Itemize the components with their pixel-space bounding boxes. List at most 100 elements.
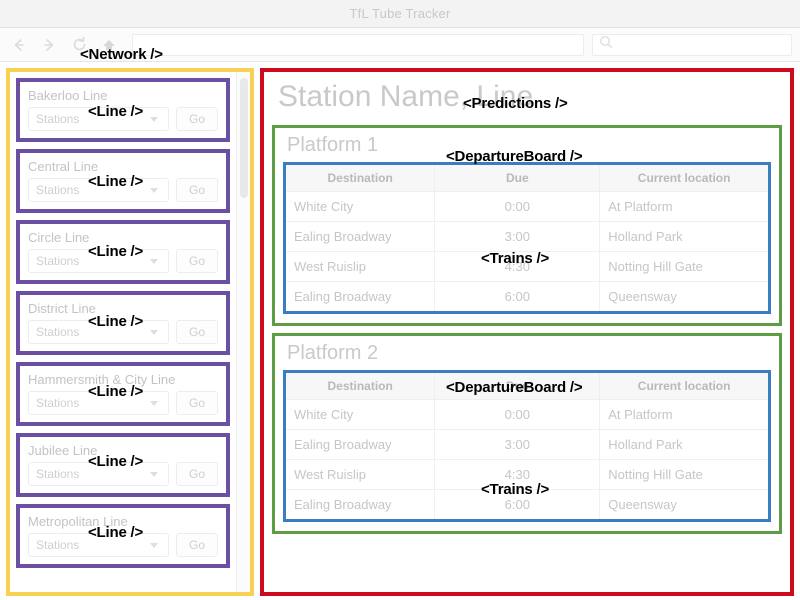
annotation-departure-board: <DepartureBoard /> <box>446 148 583 165</box>
predictions-panel: Station Name, Line Platform 1 Destinatio… <box>260 68 794 596</box>
line-controls: Stations Go <box>28 533 218 557</box>
line-controls: Stations Go <box>28 462 218 486</box>
cell-destination: Ealing Broadway <box>283 281 436 313</box>
line-card[interactable]: Central Line Stations Go <box>16 149 230 213</box>
page-title: Station Name, Line <box>278 80 534 113</box>
cell-location: Holland Park <box>599 221 770 252</box>
station-select-value: Stations <box>36 183 80 197</box>
station-select-value: Stations <box>36 467 80 481</box>
cell-due: 3:00 <box>434 429 601 460</box>
go-button[interactable]: Go <box>176 391 218 415</box>
chevron-down-icon <box>150 543 158 548</box>
line-name: Metropolitan Line <box>28 514 128 529</box>
station-select[interactable]: Stations <box>28 107 169 131</box>
platform-title: Platform 1 <box>287 134 379 156</box>
cell-location: Queensway <box>599 489 770 521</box>
station-select-value: Stations <box>36 112 80 126</box>
line-name: Circle Line <box>28 230 90 245</box>
go-button[interactable]: Go <box>176 107 218 131</box>
table-row: Ealing Broadway 6:00 Queensway <box>283 281 770 313</box>
browser-toolbar <box>0 28 800 62</box>
column-header-due: Due <box>434 163 601 192</box>
url-bar[interactable] <box>132 33 584 56</box>
line-card[interactable]: Circle Line Stations Go <box>16 220 230 284</box>
cell-location: Queensway <box>599 281 770 313</box>
column-header-location: Current location <box>599 371 770 400</box>
departure-board: Platform 2 Destination Due Current locat… <box>272 333 782 534</box>
search-input[interactable] <box>613 37 791 52</box>
column-header-due: Due <box>434 371 601 400</box>
network-panel: Bakerloo Line Stations Go Central Line S… <box>6 68 254 596</box>
station-select-value: Stations <box>36 325 80 339</box>
go-button[interactable]: Go <box>176 533 218 557</box>
table-row: Ealing Broadway 3:00 Holland Park <box>283 221 770 252</box>
cell-location: Notting Hill Gate <box>599 459 770 490</box>
station-select[interactable]: Stations <box>28 178 169 202</box>
annotation-network: <Network /> <box>80 46 163 63</box>
go-button[interactable]: Go <box>176 249 218 273</box>
line-name: District Line <box>28 301 96 316</box>
cell-due: 4:30 <box>434 251 601 282</box>
url-input[interactable] <box>133 34 583 55</box>
home-icon[interactable] <box>98 34 120 56</box>
sidebar-scrollbar-thumb[interactable] <box>240 78 248 198</box>
line-card[interactable]: Metropolitan Line Stations Go <box>16 504 230 568</box>
go-button[interactable]: Go <box>176 320 218 344</box>
annotation-predictions: <Predictions /> <box>463 95 568 112</box>
annotation-line: <Line /> <box>88 243 144 260</box>
chevron-down-icon <box>150 330 158 335</box>
station-select-value: Stations <box>36 538 80 552</box>
line-name: Central Line <box>28 159 99 174</box>
annotation-line: <Line /> <box>88 383 144 400</box>
go-button[interactable]: Go <box>176 462 218 486</box>
chevron-down-icon <box>150 259 158 264</box>
annotation-departure-board: <DepartureBoard /> <box>446 379 583 396</box>
line-name: Hammersmith & City Line <box>28 372 176 387</box>
forward-arrow-icon[interactable] <box>38 34 60 56</box>
platform-title: Platform 2 <box>287 342 379 364</box>
cell-location: Notting Hill Gate <box>599 251 770 282</box>
cell-due: 4:30 <box>434 459 601 490</box>
table-row: White City 0:00 At Platform <box>283 191 770 222</box>
line-card[interactable]: District Line Stations Go <box>16 291 230 355</box>
table-row: Ealing Broadway 6:00 Queensway <box>283 489 770 521</box>
chevron-down-icon <box>150 401 158 406</box>
annotation-line: <Line /> <box>88 524 144 541</box>
line-card[interactable]: Hammersmith & City Line Stations Go <box>16 362 230 426</box>
cell-destination: Ealing Broadway <box>283 489 436 521</box>
station-select[interactable]: Stations <box>28 249 169 273</box>
cell-destination: White City <box>283 191 436 222</box>
cell-destination: White City <box>283 399 436 430</box>
table-row: White City 0:00 At Platform <box>283 399 770 430</box>
cell-location: Holland Park <box>599 429 770 460</box>
trains-table: Destination Due Current location White C… <box>283 162 771 314</box>
cell-location: At Platform <box>599 191 770 222</box>
table-row: West Ruislip 4:30 Notting Hill Gate <box>283 459 770 490</box>
search-icon <box>599 35 613 54</box>
table-row: Ealing Broadway 3:00 Holland Park <box>283 429 770 460</box>
back-arrow-icon[interactable] <box>8 34 30 56</box>
trains-table: Destination Due Current location White C… <box>283 370 771 522</box>
reload-icon[interactable] <box>68 34 90 56</box>
annotation-line: <Line /> <box>88 453 144 470</box>
network-line-list: Bakerloo Line Stations Go Central Line S… <box>10 72 236 592</box>
cell-due: 6:00 <box>434 489 601 521</box>
station-select[interactable]: Stations <box>28 533 169 557</box>
search-box[interactable] <box>592 33 792 56</box>
annotation-trains: <Trains /> <box>481 481 550 498</box>
line-card[interactable]: Bakerloo Line Stations Go <box>16 78 230 142</box>
line-card[interactable]: Jubilee Line Stations Go <box>16 433 230 497</box>
line-controls: Stations Go <box>28 249 218 273</box>
column-header-destination: Destination <box>283 371 436 400</box>
annotation-line: <Line /> <box>88 173 144 190</box>
station-select[interactable]: Stations <box>28 320 169 344</box>
table-row: West Ruislip 4:30 Notting Hill Gate <box>283 251 770 282</box>
station-select[interactable]: Stations <box>28 462 169 486</box>
station-select[interactable]: Stations <box>28 391 169 415</box>
annotation-line: <Line /> <box>88 313 144 330</box>
sidebar-scrollbar[interactable] <box>236 72 250 592</box>
table-header-row: Destination Due Current location <box>283 163 770 192</box>
go-button[interactable]: Go <box>176 178 218 202</box>
departure-board: Platform 1 Destination Due Current locat… <box>272 125 782 326</box>
